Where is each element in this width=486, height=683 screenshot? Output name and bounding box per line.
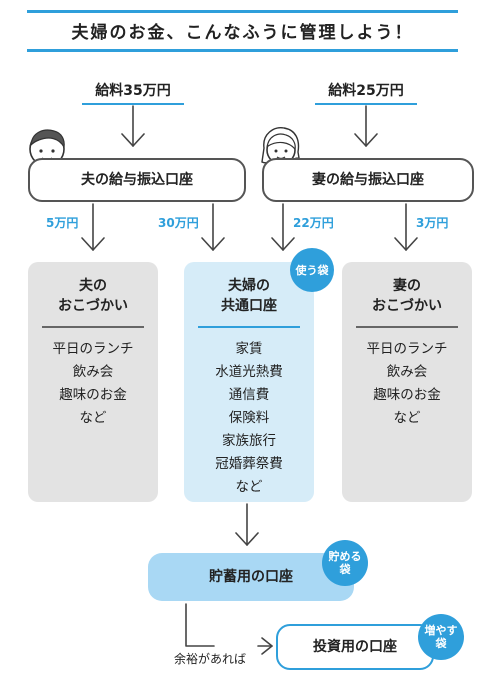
wife-salary: 給料25万円: [315, 80, 417, 105]
wife-allowance-heading-line2: おこづかい: [372, 298, 442, 314]
grow-pouch-badge-line2: 袋: [435, 637, 447, 650]
list-item: 家族旅行: [222, 433, 276, 449]
list-item: 平日のランチ: [52, 341, 134, 357]
title-rule-bottom: [27, 49, 458, 52]
wife-allowance-card: 妻の おこづかい 平日のランチ 飲み会 趣味のお金 など: [342, 262, 472, 502]
shared-account-card: 夫婦の 共通口座 家賃 水道光熱費 通信費 保険料 家族旅行 冠婚葬祭費 など: [184, 262, 314, 502]
husband-salary-underline: [82, 103, 184, 105]
list-item: 水道光熱費: [215, 364, 283, 380]
savings-account-label: 貯蓄用の口座: [209, 569, 293, 585]
wife-transfer-account: 妻の給与振込口座: [262, 158, 474, 202]
husband-avatar-icon: [29, 129, 65, 167]
shared-account-heading: 夫婦の 共通口座: [184, 262, 314, 316]
shared-account-divider: [198, 326, 300, 328]
list-item: 趣味のお金: [59, 387, 127, 403]
title-rule-top: [27, 10, 458, 13]
husband-allowance-divider: [42, 326, 144, 328]
wife-salary-underline: [315, 103, 417, 105]
arrow-savings-investment: [185, 603, 215, 647]
wife-allowance-heading: 妻の おこづかい: [342, 262, 472, 316]
husband-allowance-heading-line2: おこづかい: [58, 298, 128, 314]
list-item: 通信費: [228, 387, 270, 403]
husband-salary-label: 給料35万円: [95, 83, 171, 99]
list-item: 趣味のお金: [373, 387, 441, 403]
husband-allowance-heading: 夫の おこづかい: [28, 262, 158, 316]
amount-wife-shared: 22万円: [293, 216, 334, 230]
wife-allowance-divider: [356, 326, 458, 328]
list-item: 飲み会: [72, 364, 114, 380]
list-item: など: [235, 479, 263, 495]
list-item: など: [393, 410, 421, 426]
husband-transfer-account: 夫の給与振込口座: [28, 158, 246, 202]
husband-allowance-heading-line1: 夫の: [79, 278, 107, 294]
investment-account-label: 投資用の口座: [313, 639, 397, 655]
save-pouch-badge-line2: 袋: [339, 563, 351, 576]
investment-account: 投資用の口座: [276, 624, 434, 670]
list-item: など: [79, 410, 107, 426]
husband-salary: 給料35万円: [82, 80, 184, 105]
list-item: 飲み会: [386, 364, 428, 380]
list-item: 保険料: [228, 410, 270, 426]
shared-account-heading-line2: 共通口座: [221, 298, 277, 314]
savings-account: 貯蓄用の口座: [148, 553, 354, 601]
save-pouch-badge-line1: 貯める: [328, 550, 362, 563]
list-item: 冠婚葬祭費: [215, 456, 283, 472]
wife-allowance-heading-line1: 妻の: [393, 278, 421, 294]
shared-account-heading-line1: 夫婦の: [228, 278, 270, 294]
grow-pouch-badge-line1: 増やす: [424, 624, 458, 637]
spend-pouch-badge: 使う袋: [290, 248, 334, 292]
amount-husband-shared: 30万円: [158, 216, 199, 230]
husband-allowance-card: 夫の おこづかい 平日のランチ 飲み会 趣味のお金 など: [28, 262, 158, 502]
amount-husband-pocket: 5万円: [46, 216, 79, 230]
amount-wife-pocket: 3万円: [416, 216, 449, 230]
investment-condition-label: 余裕があれば: [172, 650, 249, 667]
wife-salary-label: 給料25万円: [328, 83, 404, 99]
grow-pouch-badge: 増やす 袋: [418, 614, 464, 660]
save-pouch-badge: 貯める 袋: [322, 540, 368, 586]
list-item: 平日のランチ: [366, 341, 448, 357]
page-title: 夫婦のお金、こんなふうに管理しよう！: [71, 23, 414, 43]
list-item: 家賃: [235, 341, 263, 357]
